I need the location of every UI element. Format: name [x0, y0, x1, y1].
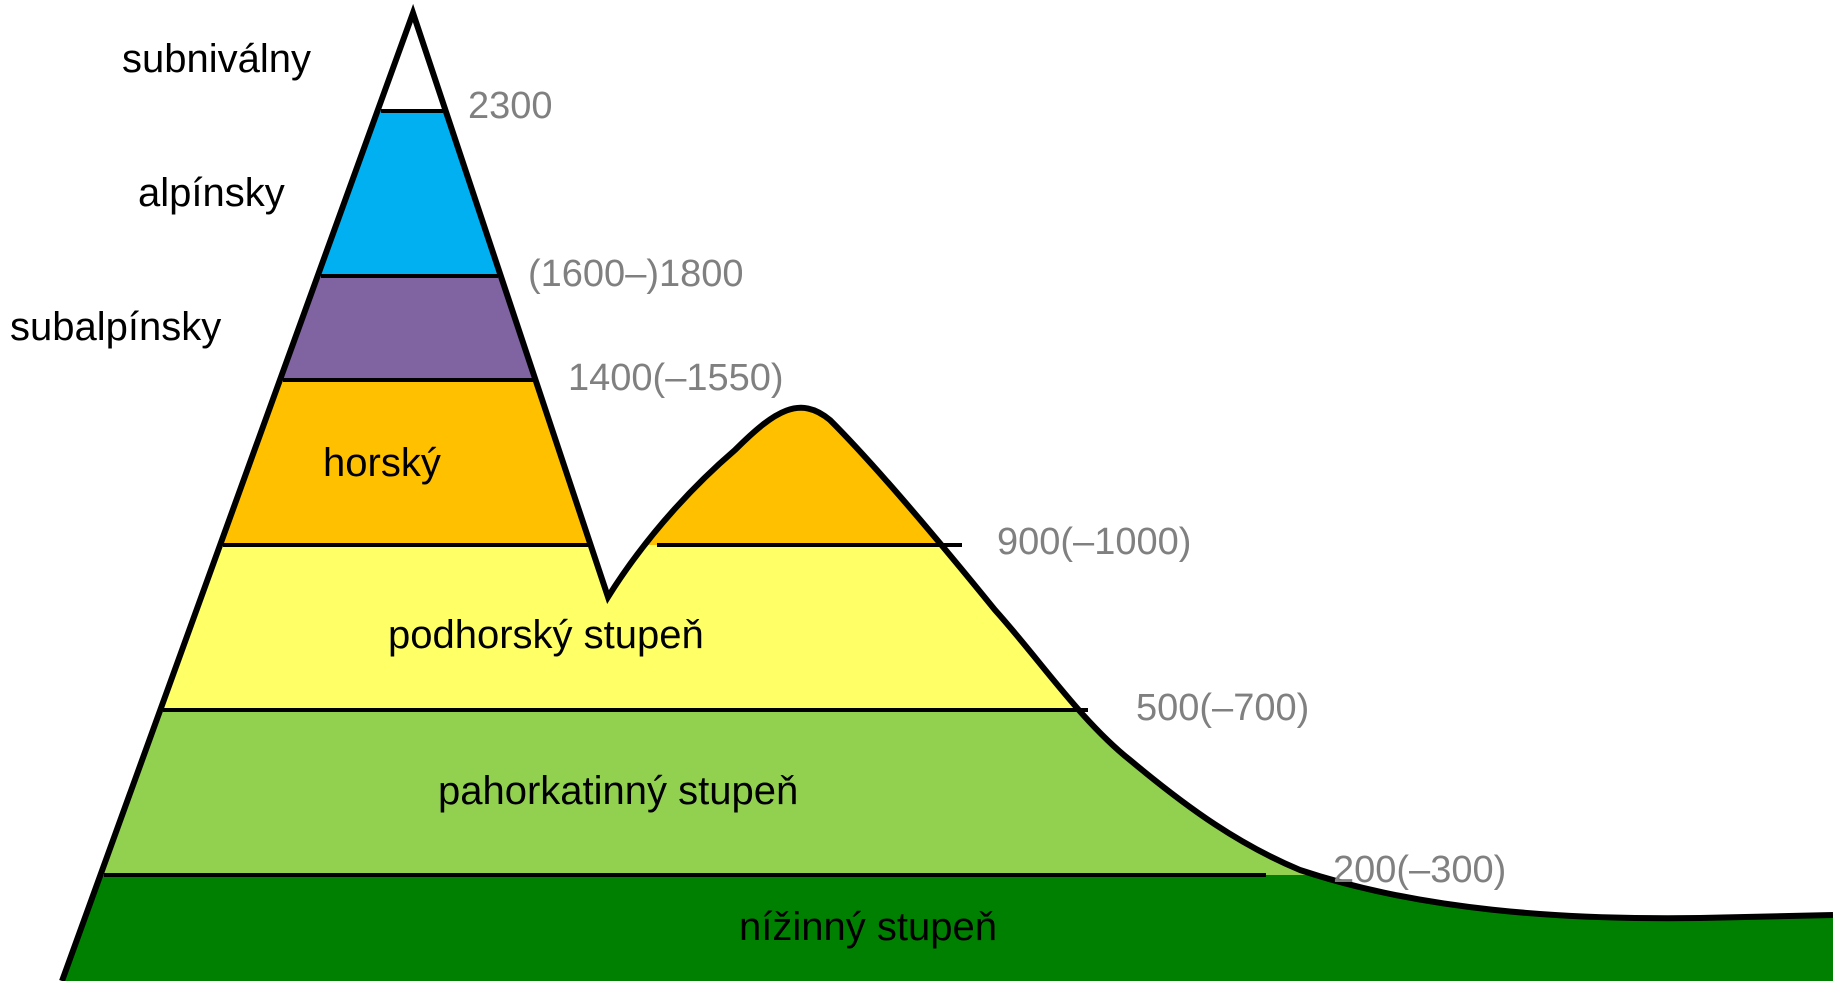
zone-labels: subniválny alpínsky subalpínsky horský p… [10, 37, 997, 949]
label-pahorkatinny: pahorkatinný stupeň [438, 769, 798, 813]
elevation-1400: 1400(–1550) [568, 357, 784, 399]
elevation-500: 500(–700) [1136, 687, 1309, 729]
elevation-1800: (1600–)1800 [528, 253, 744, 295]
band-pahorkatinny [62, 710, 1833, 875]
elevation-labels: 2300 (1600–)1800 1400(–1550) 900(–1000) … [468, 85, 1506, 891]
label-horsky: horský [323, 441, 441, 485]
label-podhorsky: podhorský stupeň [388, 613, 704, 657]
band-horsky [62, 380, 1833, 545]
zone-boundaries [104, 109, 1266, 877]
label-nizinny: nížinný stupeň [739, 905, 997, 949]
band-subalpinsky [62, 276, 1833, 380]
label-subnivalny: subniválny [122, 37, 311, 81]
label-subalpinsky: subalpínsky [10, 305, 221, 349]
elevation-2300: 2300 [468, 85, 553, 127]
elevation-200: 200(–300) [1333, 849, 1506, 891]
band-podhorsky [62, 545, 1833, 710]
label-alpinsky: alpínsky [138, 171, 285, 215]
elevation-900: 900(–1000) [997, 521, 1191, 563]
mountain-outline [59, 3, 1833, 981]
